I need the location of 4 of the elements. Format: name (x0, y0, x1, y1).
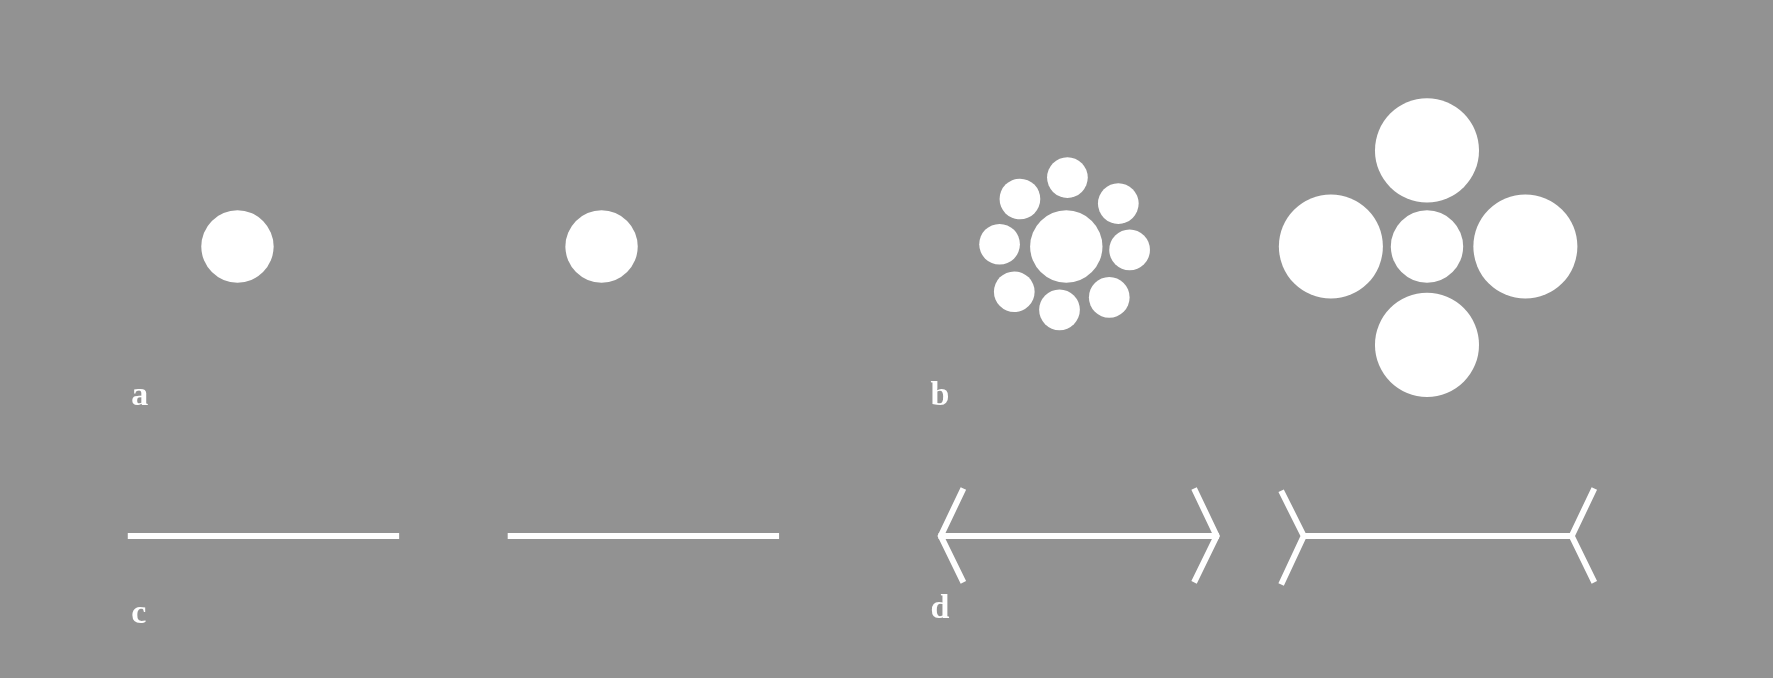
panel-label: b (930, 376, 950, 411)
panel-label: d (930, 590, 950, 625)
panel-label: c (131, 594, 147, 629)
panel-label: a (131, 376, 149, 411)
